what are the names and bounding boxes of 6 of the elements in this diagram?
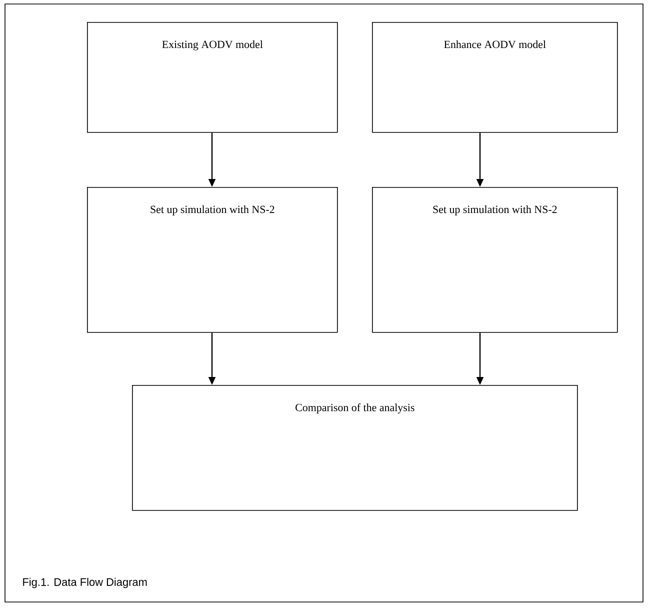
process-box: Comparison of the analysis: [132, 385, 578, 511]
process-box: Set up simulation with NS-2: [372, 187, 618, 333]
process-box: Set up simulation with NS-2: [87, 187, 338, 333]
process-box: Enhance AODV model: [372, 22, 618, 133]
process-box: Existing AODV model: [87, 22, 338, 133]
caption: Fig.1. Data Flow Diagram: [23, 578, 147, 588]
